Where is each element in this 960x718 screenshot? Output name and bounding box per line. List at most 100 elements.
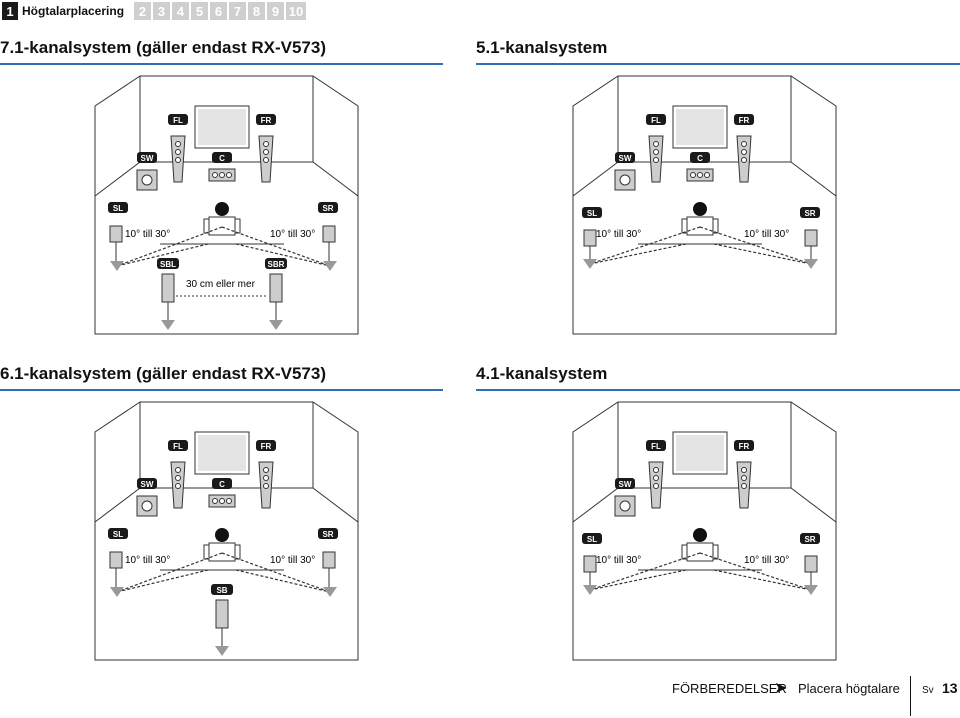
tab-9[interactable]: 9 bbox=[267, 2, 285, 20]
room-edge bbox=[312, 487, 359, 523]
label-text: SR bbox=[322, 204, 333, 213]
speaker-label-sbr: SBR bbox=[265, 258, 287, 269]
speaker-label-sbl: SBL bbox=[157, 258, 179, 269]
speaker-label-fl: FL bbox=[646, 440, 666, 451]
breadcrumb-topic[interactable]: Placera högtalare bbox=[798, 681, 900, 696]
floor-marker-icon bbox=[583, 259, 818, 269]
listening-lines bbox=[116, 552, 331, 593]
label-text: FL bbox=[173, 442, 183, 451]
speaker-label-c: C bbox=[212, 152, 232, 163]
label-text: SBL bbox=[160, 260, 176, 269]
subwoofer-icon bbox=[136, 495, 158, 517]
section-title-5-1: 5.1-kanalsystem bbox=[476, 38, 608, 57]
subwoofer-icon bbox=[614, 169, 636, 191]
tower-speaker-icon bbox=[648, 461, 664, 509]
angle-label-left: 10° till 30° bbox=[596, 555, 641, 566]
speaker-label-sw: SW bbox=[137, 478, 157, 489]
tab-10[interactable]: 10 bbox=[286, 2, 307, 20]
listener-icon bbox=[203, 528, 241, 562]
speaker-diagram-7-1: FL FR SW C SL SR 10° till 30° 10° till 3… bbox=[94, 75, 359, 335]
tab-active-label: Högtalarplacering bbox=[22, 4, 125, 18]
center-speaker-icon bbox=[208, 168, 236, 182]
room-edge bbox=[790, 161, 837, 197]
back-speaker-icon bbox=[161, 273, 175, 330]
angle-label-right: 10° till 30° bbox=[270, 555, 315, 566]
room-edge bbox=[790, 487, 837, 523]
angle-label-left: 10° till 30° bbox=[125, 229, 170, 240]
floor-marker-icon bbox=[110, 587, 337, 597]
subwoofer-icon bbox=[136, 169, 158, 191]
surround-speaker-icon bbox=[109, 225, 123, 262]
speaker-label-fr: FR bbox=[256, 114, 276, 125]
surround-speaker-icon bbox=[109, 551, 123, 588]
room-edge bbox=[312, 161, 359, 197]
label-text: SL bbox=[113, 204, 123, 213]
tab-7[interactable]: 7 bbox=[229, 2, 247, 20]
angle-label-right: 10° till 30° bbox=[744, 555, 789, 566]
room-edge bbox=[572, 161, 619, 197]
listening-lines bbox=[589, 226, 812, 265]
speaker-label-sl: SL bbox=[108, 528, 128, 539]
tab-4[interactable]: 4 bbox=[172, 2, 190, 20]
label-text: SW bbox=[619, 154, 632, 163]
speaker-label-sr: SR bbox=[800, 533, 820, 544]
speaker-diagram-5-1: FL FR SW C SL SR 10° till 30° 10° till 3… bbox=[572, 75, 837, 335]
speaker-label-sr: SR bbox=[318, 202, 338, 213]
label-text: FR bbox=[261, 442, 272, 451]
language-code: Sv bbox=[922, 685, 934, 696]
surround-speaker-icon bbox=[804, 555, 818, 588]
listener-icon bbox=[681, 202, 719, 236]
tab-3[interactable]: 3 bbox=[153, 2, 171, 20]
center-speaker-icon bbox=[208, 494, 236, 508]
angle-label-right: 10° till 30° bbox=[270, 229, 315, 240]
subwoofer-icon bbox=[614, 495, 636, 517]
room-edge bbox=[94, 161, 141, 197]
surround-speaker-icon bbox=[322, 225, 336, 262]
speaker-label-sw: SW bbox=[615, 152, 635, 163]
angle-label-left: 10° till 30° bbox=[596, 229, 641, 240]
section-rule bbox=[476, 389, 960, 391]
speaker-label-sr: SR bbox=[318, 528, 338, 539]
section-rule bbox=[0, 63, 443, 65]
tower-speaker-icon bbox=[736, 135, 752, 183]
footer-divider bbox=[910, 676, 911, 716]
label-text: SR bbox=[804, 535, 815, 544]
breadcrumb-section[interactable]: FÖRBEREDELSER bbox=[672, 681, 787, 696]
label-text: FL bbox=[651, 116, 661, 125]
label-text: SL bbox=[113, 530, 123, 539]
speaker-label-fr: FR bbox=[734, 440, 754, 451]
speaker-label-c: C bbox=[690, 152, 710, 163]
speaker-label-fr: FR bbox=[734, 114, 754, 125]
label-text: SL bbox=[587, 209, 597, 218]
tv-icon bbox=[672, 431, 728, 475]
page-footer: FÖRBEREDELSER ➤ Placera högtalare Sv 13 bbox=[0, 676, 960, 716]
tab-2[interactable]: 2 bbox=[134, 2, 152, 20]
tower-speaker-icon bbox=[736, 461, 752, 509]
floor-marker-icon bbox=[110, 261, 337, 271]
chapter-tabs: 1 Högtalarplacering 2 3 4 5 6 7 8 9 10 bbox=[0, 0, 308, 22]
label-text: SR bbox=[322, 530, 333, 539]
tv-icon bbox=[194, 431, 250, 475]
tab-5[interactable]: 5 bbox=[191, 2, 209, 20]
surround-speaker-icon bbox=[804, 229, 818, 262]
speaker-label-sb: SB bbox=[211, 584, 233, 595]
surround-speaker-icon bbox=[583, 555, 597, 588]
speaker-label-fl: FL bbox=[168, 114, 188, 125]
tab-6[interactable]: 6 bbox=[210, 2, 228, 20]
speaker-diagram-4-1: FL FR SW SL SR 10° till 30° 10° till 30° bbox=[572, 401, 837, 661]
speaker-diagram-6-1: FL FR SW C SL SR 10° till 30° 10° till 3… bbox=[94, 401, 359, 661]
label-text: FR bbox=[739, 116, 750, 125]
angle-label-left: 10° till 30° bbox=[125, 555, 170, 566]
label-text: FR bbox=[739, 442, 750, 451]
tab-active[interactable]: 1 Högtalarplacering bbox=[0, 1, 129, 21]
tower-speaker-icon bbox=[258, 461, 274, 509]
speaker-label-sl: SL bbox=[582, 533, 602, 544]
label-text: C bbox=[219, 480, 225, 489]
speaker-label-sr: SR bbox=[800, 207, 820, 218]
distance-label: 30 cm eller mer bbox=[186, 279, 256, 290]
room-edge bbox=[94, 487, 141, 523]
label-text: SBR bbox=[268, 260, 285, 269]
tab-8[interactable]: 8 bbox=[248, 2, 266, 20]
listener-icon bbox=[681, 528, 719, 562]
label-text: C bbox=[219, 154, 225, 163]
